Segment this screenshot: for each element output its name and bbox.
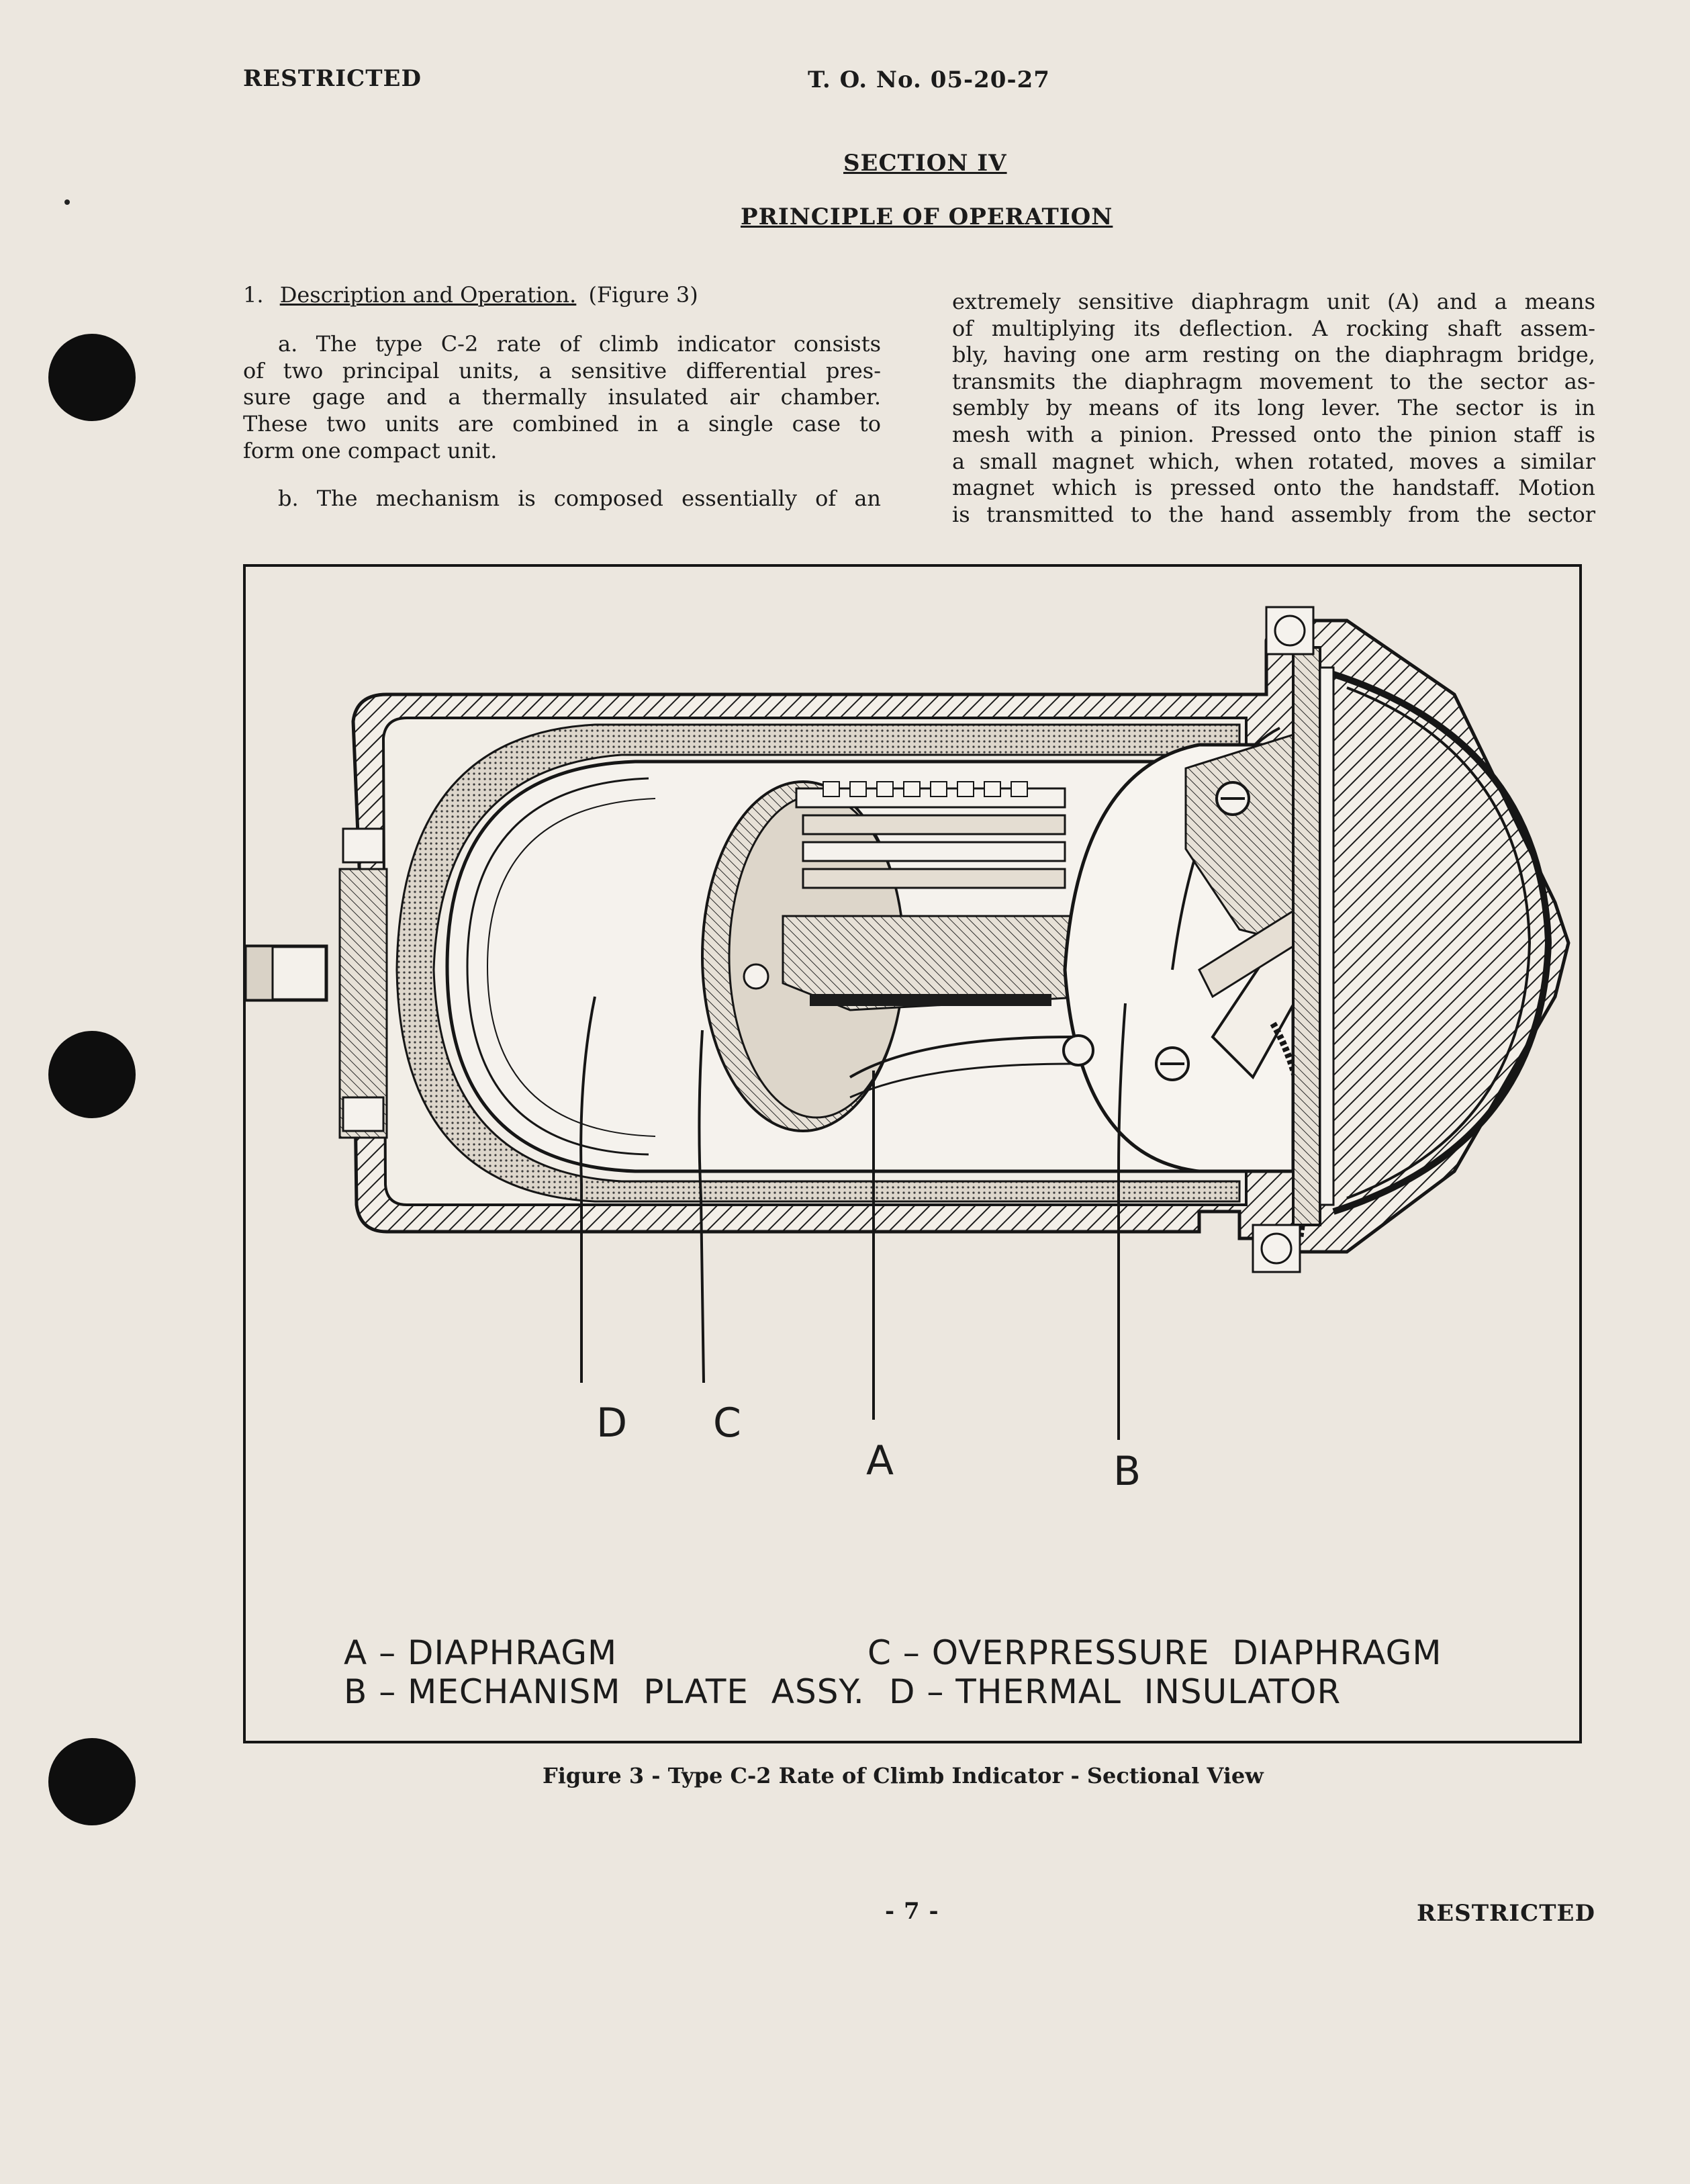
right-column-line: sembly by means of its long lever. The s…	[952, 395, 1595, 421]
right-column-line: is transmitted to the hand assembly from…	[952, 501, 1595, 527]
right-column-line: of multiplying its deflection. A rocking…	[952, 315, 1595, 341]
legend-d: D – THERMAL INSULATOR	[889, 1672, 1342, 1711]
paragraph-a-line: a. The type C-2 rate of climb indicator …	[278, 331, 881, 357]
paragraph-a-line: of two principal units, a sensitive diff…	[243, 357, 881, 383]
heading-number: 1.	[243, 282, 264, 308]
paragraph-heading: 1. Description and Operation. (Figure 3)	[243, 282, 881, 309]
right-column-line: a small magnet which, when rotated, move…	[952, 448, 1595, 474]
figure-caption: Figure 3 - Type C-2 Rate of Climb Indica…	[543, 1763, 1264, 1788]
legend-c: C – OVERPRESSURE DIAPHRAGM	[867, 1633, 1442, 1672]
callout-a: A	[866, 1437, 894, 1484]
paragraph-a-line: These two units are combined in a single…	[243, 410, 881, 437]
page-number: - 7 -	[885, 1898, 939, 1925]
legend-a: A – DIAPHRAGM	[344, 1633, 618, 1672]
heading-title: Description and Operation.	[279, 282, 577, 308]
punch-hole-middle	[48, 1031, 136, 1118]
figure-frame	[243, 564, 1582, 1743]
paragraph-a-line: sure gage and a thermally insulated air …	[243, 384, 881, 410]
left-column: 1. Description and Operation. (Figure 3)…	[243, 282, 881, 512]
right-column-line: magnet which is pressed onto the handsta…	[952, 475, 1595, 501]
section-number: SECTION IV	[843, 150, 1007, 177]
right-column-line: bly, having one arm resting on the diaph…	[952, 342, 1595, 368]
callout-c: C	[713, 1400, 741, 1447]
right-column-line: extremely sensitive diaphragm unit (A) a…	[952, 289, 1595, 314]
heading-figure-ref: (Figure 3)	[588, 282, 698, 308]
legend-b: B – MECHANISM PLATE ASSY.	[344, 1672, 865, 1711]
header-doc-number: T. O. No. 05-20-27	[808, 66, 1050, 93]
right-column: extremely sensitive diaphragm unit (A) a…	[952, 289, 1595, 528]
sectional-view-illustration	[246, 606, 1570, 1440]
paragraph-a-line: form one compact unit.	[243, 437, 498, 463]
right-column-line: transmits the diaphragm movement to the …	[952, 368, 1595, 394]
callout-b: B	[1113, 1448, 1141, 1495]
paper-speck	[64, 199, 70, 205]
paragraph-a: a. The type C-2 rate of climb indicator …	[243, 331, 881, 464]
header-classification: RESTRICTED	[243, 65, 422, 92]
punch-hole-top	[48, 334, 136, 421]
paragraph-b-line: b. The mechanism is composed essentially…	[278, 486, 881, 512]
callout-d: D	[596, 1400, 628, 1447]
footer-classification: RESTRICTED	[1417, 1900, 1595, 1927]
section-title: PRINCIPLE OF OPERATION	[741, 203, 1113, 230]
right-column-line: mesh with a pinion. Pressed onto the pin…	[952, 421, 1595, 447]
punch-hole-bottom	[48, 1738, 136, 1825]
